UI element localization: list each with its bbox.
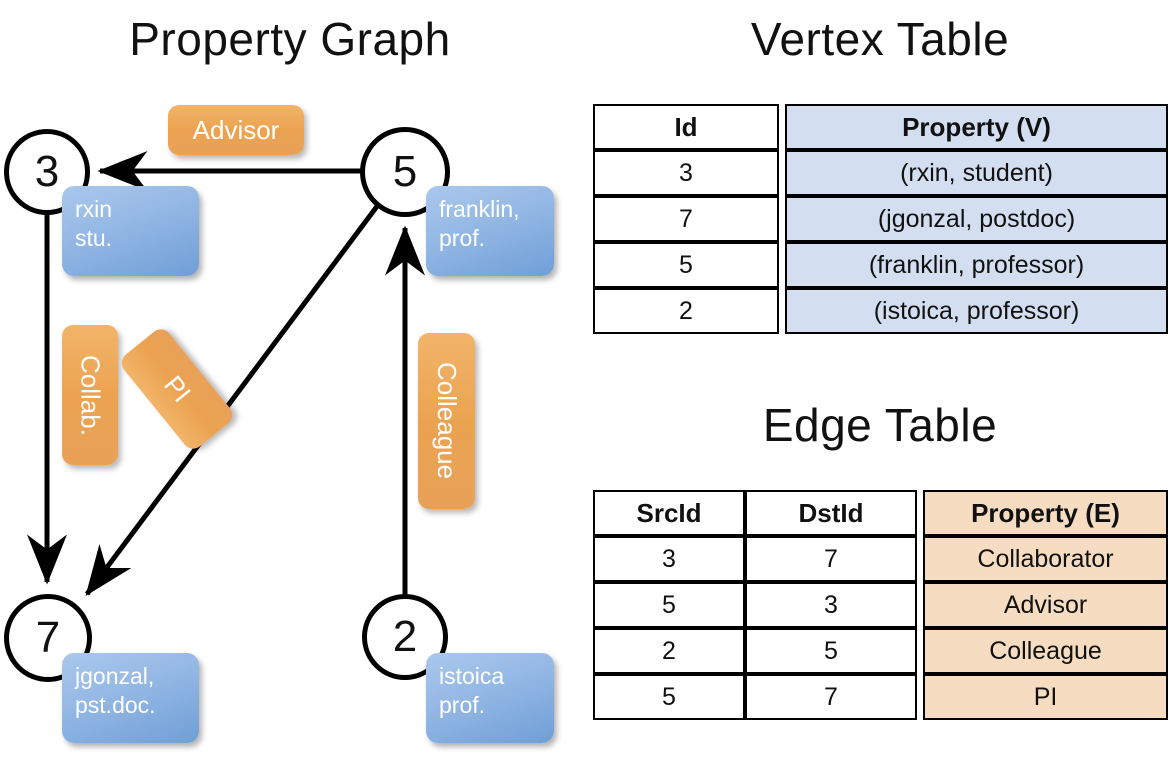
vertex-cell-property: (franklin, professor) bbox=[785, 242, 1168, 288]
page-title-edge-table: Edge Table bbox=[762, 399, 998, 451]
column-gap bbox=[779, 196, 785, 242]
column-gap bbox=[917, 490, 923, 536]
vertex-cell-id: 3 bbox=[593, 150, 779, 196]
edge-label-collab: Collab. bbox=[62, 325, 118, 465]
edge-cell-dst: 7 bbox=[745, 536, 917, 582]
edge-cell-dst: 3 bbox=[745, 582, 917, 628]
column-gap bbox=[917, 536, 923, 582]
table-row: 5 3 Advisor bbox=[593, 582, 1168, 628]
vertex-table: Id Property (V) 3 (rxin, student) 7 (jgo… bbox=[593, 104, 1168, 334]
edge-label-colleague: Colleague bbox=[418, 333, 475, 509]
graph-edges-svg bbox=[27, 151, 425, 598]
edge-label-advisor: Advisor bbox=[168, 105, 304, 155]
graph-node-5[interactable]: 5 bbox=[360, 127, 450, 217]
column-gap bbox=[917, 628, 923, 674]
page-title-property-graph: Property Graph bbox=[129, 13, 451, 65]
edge-cell-src: 5 bbox=[593, 582, 745, 628]
edge-5-to-7 bbox=[84, 203, 381, 597]
vertex-cell-property: (rxin, student) bbox=[785, 150, 1168, 196]
vertex-table-header-row: Id Property (V) bbox=[593, 104, 1168, 150]
column-gap bbox=[779, 104, 785, 150]
edge-cell-src: 3 bbox=[593, 536, 745, 582]
edge-col-header-property: Property (E) bbox=[923, 490, 1168, 536]
vertex-cell-property: (jgonzal, postdoc) bbox=[785, 196, 1168, 242]
node-property-box-2: istoica prof. bbox=[426, 653, 554, 743]
column-gap bbox=[779, 242, 785, 288]
page-title-vertex-table: Vertex Table bbox=[750, 13, 1010, 65]
vertex-cell-id: 5 bbox=[593, 242, 779, 288]
table-row: 7 (jgonzal, postdoc) bbox=[593, 196, 1168, 242]
node-property-box-7: jgonzal, pst.doc. bbox=[62, 653, 199, 743]
property-graph-diagram: 3 5 7 2 rxin stu. franklin, prof. jgonza… bbox=[4, 105, 554, 743]
edge-cell-dst: 5 bbox=[745, 628, 917, 674]
edge-cell-property: Advisor bbox=[923, 582, 1168, 628]
vertex-cell-id: 2 bbox=[593, 288, 779, 334]
edge-table-header-row: SrcId DstId Property (E) bbox=[593, 490, 1168, 536]
column-gap bbox=[917, 674, 923, 720]
table-row: 5 7 PI bbox=[593, 674, 1168, 720]
edge-table: SrcId DstId Property (E) 3 7 Collaborato… bbox=[593, 490, 1168, 720]
vertex-col-header-id: Id bbox=[593, 104, 779, 150]
vertex-cell-property: (istoica, professor) bbox=[785, 288, 1168, 334]
edge-col-header-srcid: SrcId bbox=[593, 490, 745, 536]
vertex-col-header-property: Property (V) bbox=[785, 104, 1168, 150]
edge-cell-src: 5 bbox=[593, 674, 745, 720]
node-property-box-3: rxin stu. bbox=[62, 186, 199, 276]
vertex-cell-id: 7 bbox=[593, 196, 779, 242]
column-gap bbox=[917, 582, 923, 628]
graph-node-2[interactable]: 2 bbox=[362, 594, 448, 680]
edge-cell-property: Collaborator bbox=[923, 536, 1168, 582]
edge-cell-src: 2 bbox=[593, 628, 745, 674]
table-row: 3 7 Collaborator bbox=[593, 536, 1168, 582]
table-row: 5 (franklin, professor) bbox=[593, 242, 1168, 288]
column-gap bbox=[779, 150, 785, 196]
node-property-box-5: franklin, prof. bbox=[426, 186, 554, 276]
table-row: 2 (istoica, professor) bbox=[593, 288, 1168, 334]
edge-cell-property: Colleague bbox=[923, 628, 1168, 674]
edge-col-header-dstid: DstId bbox=[745, 490, 917, 536]
column-gap bbox=[779, 288, 785, 334]
table-row: 3 (rxin, student) bbox=[593, 150, 1168, 196]
table-row: 2 5 Colleague bbox=[593, 628, 1168, 674]
edge-cell-property: PI bbox=[923, 674, 1168, 720]
edge-cell-dst: 7 bbox=[745, 674, 917, 720]
